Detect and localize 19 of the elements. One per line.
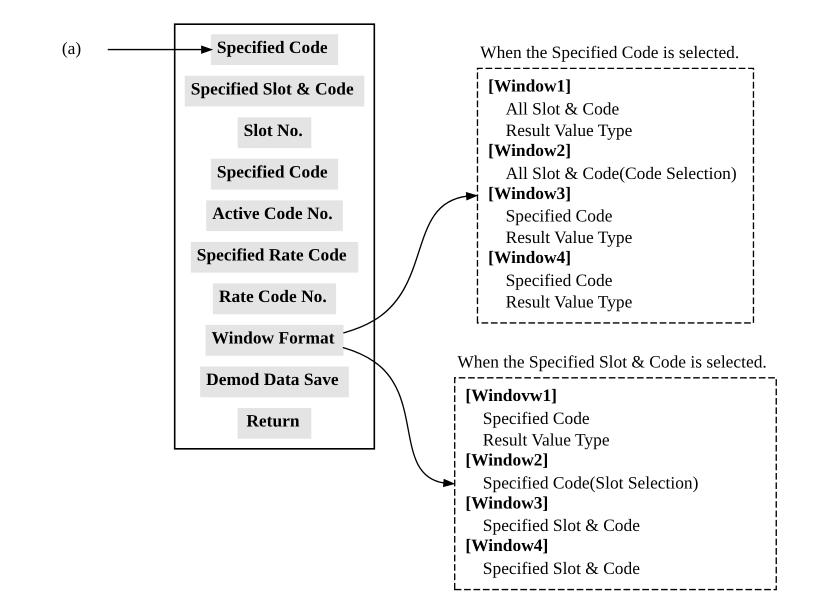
node-box: [Window1] All Slot & Code Result Value Type [Window2] All Slot & Code(Code Selection) [Window3] Specified Code Result Value Type [Window4] Specified Code Result Value Type (476, 68, 754, 324)
node-box: Specified Slot & Code (184, 76, 364, 107)
node-box: Rate Code No. (212, 283, 336, 314)
node-text: (a) (61, 38, 81, 58)
arrow (342, 192, 478, 334)
node-box: Specified Code (210, 34, 338, 66)
node-box: Window Format (205, 324, 343, 356)
node-box: Specified Code (210, 158, 338, 190)
node-box: [Windovw1] Specified Code Result Value Type [Window2] Specified Code(Slot Selection) [Window3] Specified Slot & Code [Window4] Specified Slot & Code (454, 377, 776, 590)
node-box: Slot No. (237, 117, 311, 148)
node-label: When the Specified Slot & Code is selected. (456, 352, 766, 372)
node-box: Specified Rate Code (190, 242, 358, 273)
node-box: Return (237, 408, 311, 439)
cluster (173, 23, 375, 450)
node-label: When the Specified Code is selected. (480, 42, 739, 62)
node-box: Active Code No. (206, 200, 342, 232)
arrow (342, 346, 455, 488)
arrow (107, 45, 213, 54)
node-box: Demod Data Save (200, 366, 348, 398)
